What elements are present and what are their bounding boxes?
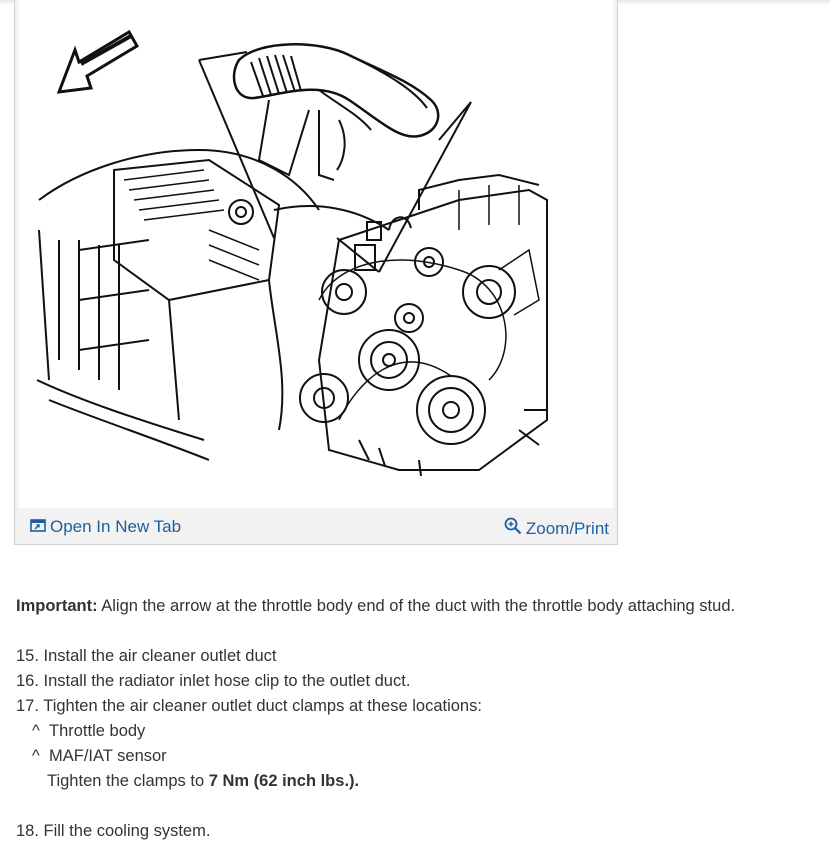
torque-spec-line: Tighten the clamps to 7 Nm (62 inch lbs.… [16,769,826,794]
engine-line-drawing [36,29,548,477]
step-item: 15. Install the air cleaner outlet duct [16,647,277,665]
torque-spec: 7 Nm (62 inch lbs.). [208,772,360,790]
step-item: 18. Fill the cooling system. [16,822,211,840]
direction-arrow-icon [56,29,140,94]
important-note: Important: Align the arrow at the thrott… [16,594,826,619]
step-item: 16. Install the radiator inlet hose clip… [16,672,411,690]
figure-action-bar: Open In New Tab Zoom/Print [15,508,617,544]
zoom-print-label: Zoom/Print [525,518,609,538]
zoom-magnifier-icon [504,517,522,540]
bullet-marker: ^ [32,722,40,740]
engine-diagram [19,0,613,508]
location-bullet: ^ Throttle body [16,719,826,744]
instructions-text: Important: Align the arrow at the thrott… [16,594,826,844]
location-bullet: ^ MAF/IAT sensor [16,744,826,769]
bullet-text: Throttle body [49,722,146,740]
figure-container: Open In New Tab Zoom/Print [14,0,618,545]
open-in-new-tab-link[interactable]: Open In New Tab [30,517,181,537]
bullet-text: MAF/IAT sensor [49,747,167,765]
step-item: 17. Tighten the air cleaner outlet duct … [16,697,482,715]
zoom-print-link[interactable]: Zoom/Print [504,517,609,540]
open-in-new-tab-label: Open In New Tab [50,517,182,536]
torque-prefix: Tighten the clamps to [47,772,209,790]
bullet-marker: ^ [32,747,40,765]
important-text: Align the arrow at the throttle body end… [101,597,736,615]
important-label: Important: [16,597,98,615]
open-new-tab-icon [30,517,46,537]
